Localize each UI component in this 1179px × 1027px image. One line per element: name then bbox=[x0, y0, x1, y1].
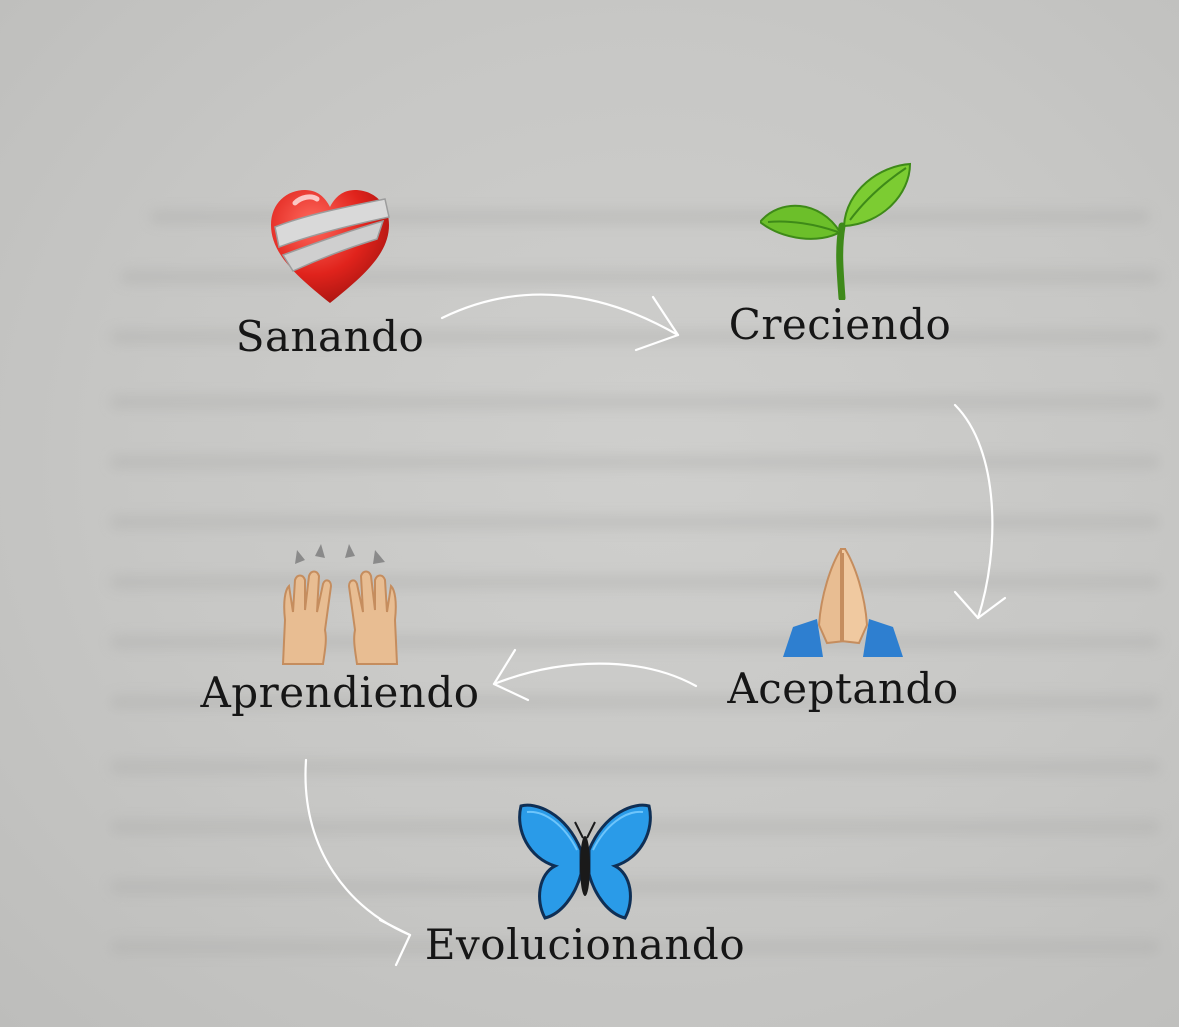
arrow-aceptando-to-aprendiendo bbox=[492, 662, 698, 688]
background-texture bbox=[110, 330, 1160, 344]
background-texture bbox=[120, 270, 1160, 284]
arrow-aprendiendo-to-evolucionando bbox=[304, 758, 412, 937]
arrowhead bbox=[953, 590, 1007, 620]
butterfly-icon bbox=[518, 803, 652, 920]
arrow-sanando-to-creciendo bbox=[440, 293, 680, 337]
arrowhead bbox=[492, 648, 530, 702]
background-texture bbox=[110, 455, 1160, 469]
background-texture bbox=[110, 940, 1160, 954]
step-aceptando: Aceptando bbox=[718, 545, 968, 713]
step-label: Sanando bbox=[235, 312, 425, 361]
step-label: Evolucionando bbox=[424, 920, 746, 969]
mending-heart-icon bbox=[271, 190, 390, 303]
seedling-icon bbox=[760, 162, 912, 300]
step-aprendiendo: Aprendiendo bbox=[190, 540, 490, 717]
step-label: Creciendo bbox=[728, 300, 952, 349]
step-creciendo: Creciendo bbox=[715, 160, 965, 349]
step-label: Aprendiendo bbox=[200, 668, 480, 717]
step-evolucionando: Evolucionando bbox=[405, 800, 765, 969]
step-label: Aceptando bbox=[727, 664, 959, 713]
background-texture bbox=[110, 515, 1160, 529]
background-texture bbox=[150, 210, 1150, 224]
background-texture bbox=[110, 695, 1160, 709]
arrowhead bbox=[378, 918, 412, 967]
arrow-creciendo-to-aceptando bbox=[953, 403, 994, 620]
folded-hands-icon bbox=[783, 548, 903, 657]
background-texture bbox=[110, 880, 1160, 894]
step-sanando: Sanando bbox=[230, 185, 430, 361]
raised-hands-icon bbox=[281, 544, 399, 665]
background-texture bbox=[110, 395, 1160, 409]
background-texture bbox=[110, 760, 1160, 774]
arrowhead bbox=[634, 295, 680, 352]
